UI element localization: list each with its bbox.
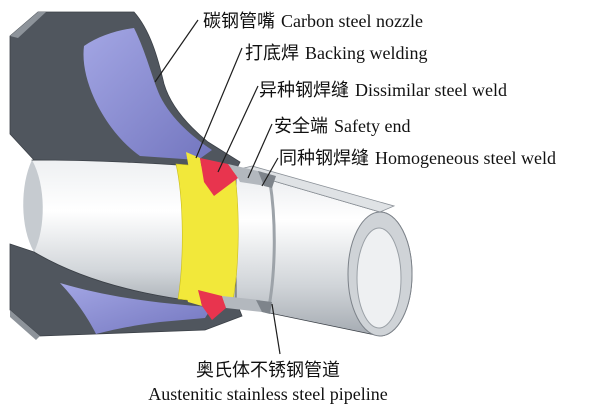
label-pipeline-en: Austenitic stainless steel pipeline [148,384,387,404]
label-zh: 异种钢焊缝 [259,80,349,100]
homogeneous-weld-lower [256,300,272,314]
label-zh: 安全端 [274,116,328,136]
label-backing-welding: 打底焊 Backing welding [245,43,427,63]
label-en: Safety end [334,116,410,136]
leader-pipeline [271,303,281,355]
dissimilar-weld-lower [198,290,226,320]
label-en: Dissimilar steel weld [355,80,507,100]
nozzle-lower-section-cut [60,283,212,334]
label-zh: 同种钢焊缝 [279,148,369,168]
homogeneous-weld-upper [258,171,276,188]
label-dissimilar-steel-weld: 异种钢焊缝 Dissimilar steel weld [259,80,507,100]
safety-end-lower [222,296,262,312]
pipe-end-bore [356,227,402,329]
dissimilar-weld-upper [200,158,238,196]
homogeneous-weld-seam [266,181,276,313]
nozzle-upper-top-face [10,12,46,38]
bore-opening [23,160,43,252]
leader-backing-welding [195,47,243,159]
safety-end-upper [228,164,266,186]
label-safety-end: 安全端 Safety end [274,116,410,136]
leader-dissimilar-steel-weld [217,85,259,173]
label-carbon-steel-nozzle: 碳钢管嘴 Carbon steel nozzle [203,11,423,31]
nozzle-upper-section-cut [83,28,213,160]
label-en: Homogeneous steel weld [375,148,556,168]
label-zh: 碳钢管嘴 [203,11,275,31]
leader-carbon-steel-nozzle [154,19,199,83]
label-en: Backing welding [305,43,427,63]
leader-homogeneous-steel-weld [261,157,279,187]
backing-weld-upper [186,152,204,182]
label-zh: 打底焊 [245,43,299,63]
label-en: Carbon steel nozzle [281,11,423,31]
leader-safety-end [247,123,273,179]
label-homogeneous-steel-weld: 同种钢焊缝 Homogeneous steel weld [279,148,556,168]
nozzle-lower-bottom-face [10,310,40,340]
label-pipeline-zh: 奥氏体不锈钢管道 [196,360,340,380]
backing-weld-lower [184,286,202,306]
